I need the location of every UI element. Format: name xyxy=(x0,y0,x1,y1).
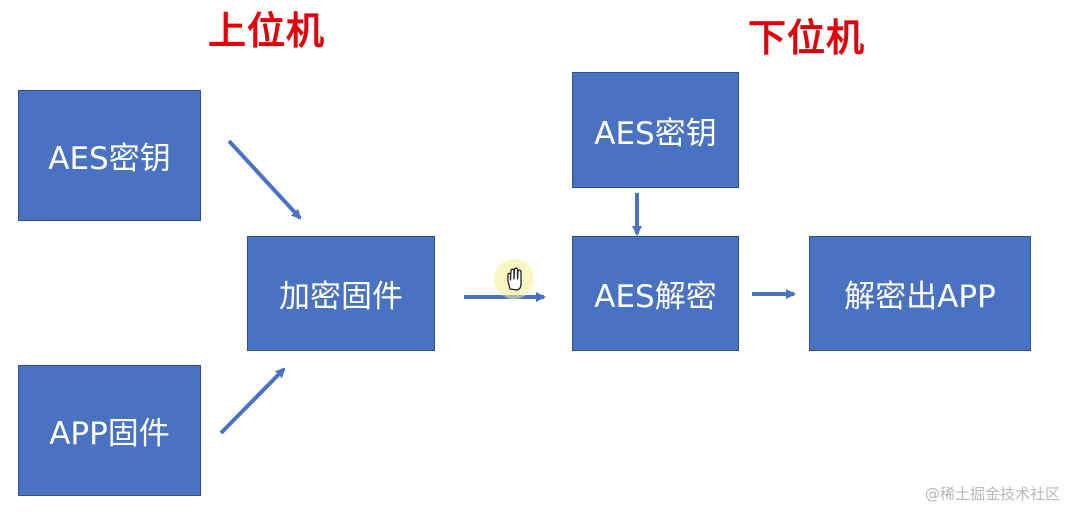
host-heading: 上位机 xyxy=(208,9,326,53)
aes-decrypt-box: AES解密 xyxy=(572,236,739,351)
watermark: @稀土掘金技术社区 xyxy=(924,485,1060,503)
aes-key-device-box: AES密钥 xyxy=(572,72,739,188)
arrow-firmware-to-encrypt xyxy=(219,367,286,435)
decrypt-app-box: 解密出APP xyxy=(809,236,1031,351)
hand-cursor-icon xyxy=(494,259,534,299)
app-firmware-box: APP固件 xyxy=(18,365,201,496)
device-heading: 下位机 xyxy=(748,16,866,60)
arrow-key-to-encrypt xyxy=(227,139,302,220)
encrypt-firmware-box: 加密固件 xyxy=(247,236,435,351)
aes-key-host-box: AES密钥 xyxy=(18,90,201,221)
